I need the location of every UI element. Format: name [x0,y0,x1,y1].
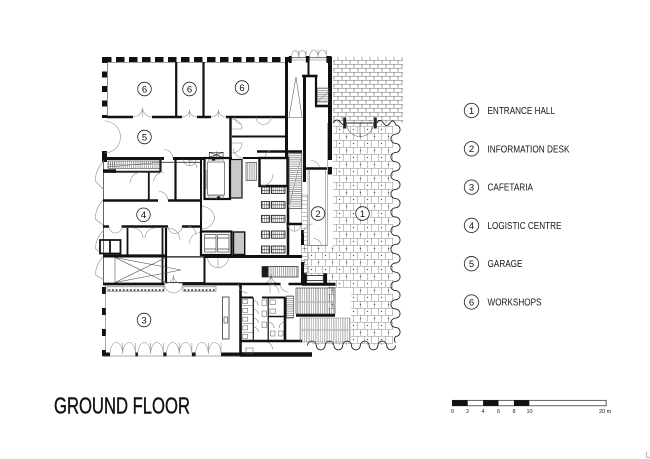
svg-text:6: 6 [187,84,192,95]
svg-text:8: 8 [513,409,516,415]
svg-text:20 m: 20 m [599,409,612,415]
svg-text:2: 2 [466,409,469,415]
svg-text:4: 4 [482,409,485,415]
svg-text:4: 4 [141,210,146,221]
svg-text:1: 1 [469,106,474,117]
svg-text:2: 2 [469,144,474,155]
svg-text:GARAGE: GARAGE [488,259,523,270]
svg-text:0: 0 [451,409,454,415]
svg-text:6: 6 [469,297,474,308]
svg-text:6: 6 [142,84,147,95]
svg-text:3: 3 [141,315,146,326]
svg-text:CAFETARIA: CAFETARIA [488,183,534,194]
svg-text:10: 10 [527,409,533,415]
svg-text:LOGISTIC CENTRE: LOGISTIC CENTRE [488,221,562,232]
svg-text:5: 5 [469,259,474,270]
svg-text:1: 1 [360,209,365,220]
svg-text:WORKSHOPS: WORKSHOPS [488,298,542,309]
svg-text:6: 6 [497,409,500,415]
svg-text:2: 2 [315,209,320,220]
svg-text:5: 5 [142,132,147,143]
svg-text:6: 6 [239,83,244,94]
svg-text:4: 4 [469,221,474,232]
svg-text:3: 3 [469,183,474,194]
svg-text:ENTRANCE HALL: ENTRANCE HALL [488,106,556,117]
svg-text:GROUND FLOOR: GROUND FLOOR [54,393,190,419]
svg-text:INFORMATION DESK: INFORMATION DESK [488,144,570,155]
